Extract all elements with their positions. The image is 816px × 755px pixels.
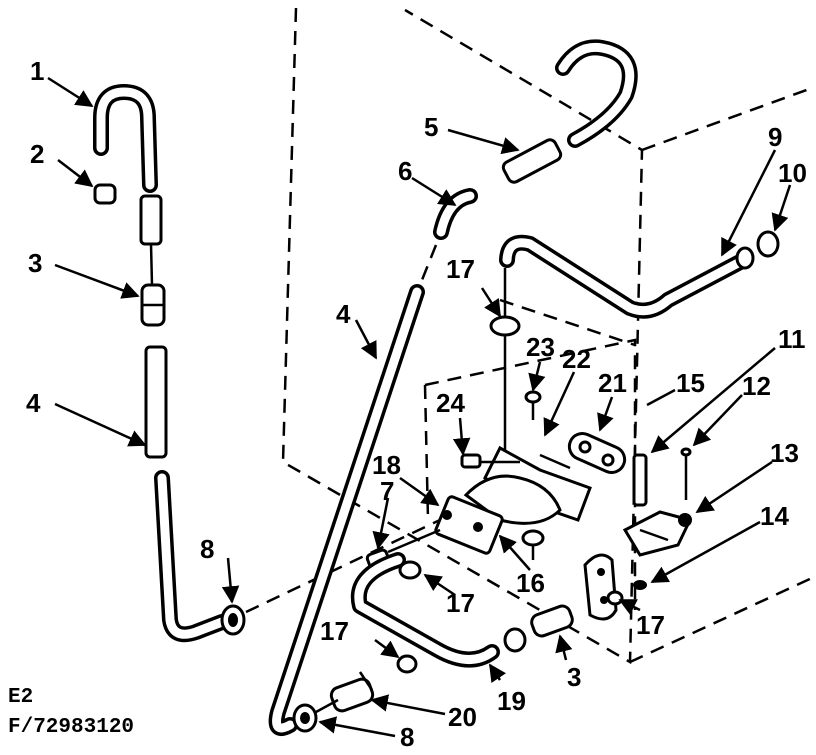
callout-14: 14: [760, 501, 789, 531]
tube-part-4-left: [144, 345, 168, 459]
clamp-part-8-left: [220, 604, 246, 636]
callout-20: 20: [448, 702, 477, 732]
callout-3: 3: [28, 248, 42, 278]
coupling-part-10: [735, 230, 780, 270]
bracket-right: [583, 553, 624, 621]
coupling-part-3-center: [530, 604, 574, 638]
callout-6: 6: [398, 156, 412, 186]
elbow-part-6: [418, 188, 478, 286]
grommet-part-17-bottom: [396, 654, 418, 674]
valve-assembly: [434, 445, 592, 555]
callout-17: 17: [636, 610, 665, 640]
washer-part-14: [633, 580, 647, 590]
screw-part-23: [524, 390, 542, 420]
hose-segment: [139, 194, 163, 286]
callout-8: 8: [200, 534, 214, 564]
rod-part-15: [632, 453, 648, 507]
hose-part-9: [499, 234, 748, 455]
callout-17: 17: [446, 588, 475, 618]
callout-17: 17: [446, 254, 475, 284]
screw-part-12: [680, 447, 692, 500]
callout-21: 21: [598, 368, 627, 398]
callout-16: 16: [516, 568, 545, 598]
clamp-part-8-bottom: [292, 698, 339, 733]
callout-3: 3: [567, 662, 581, 692]
drawing-code: E2 F/72983120: [8, 686, 134, 739]
tube-part-4-center: [268, 284, 425, 736]
callout-24: 24: [436, 388, 465, 418]
hose-part-1: [93, 84, 158, 193]
cap-part-2: [93, 183, 117, 205]
callout-18: 18: [372, 450, 401, 480]
grommet-part-17-mid: [398, 560, 422, 580]
callout-9: 9: [768, 122, 782, 152]
cabinet-outline: [281, 7, 813, 665]
callout-8: 8: [400, 722, 414, 752]
fitting-part-20: [329, 671, 375, 713]
switch-part-13: [622, 510, 693, 557]
plate-part-21: [567, 431, 627, 475]
drawing-code-line2: F/72983120: [8, 716, 134, 739]
hose-lower-left: [154, 470, 230, 643]
callout-13: 13: [770, 438, 799, 468]
callout-7: 7: [380, 476, 394, 506]
callout-4: 4: [336, 299, 351, 329]
coupling-part-3-left: [140, 283, 166, 327]
callout-4: 4: [26, 388, 41, 418]
callout-labels: 1 2 3 3 4 4 5 6 7 8 8 9 10 11 12 13 14 1…: [26, 56, 807, 752]
callout-10: 10: [778, 158, 807, 188]
screw-part-16: [521, 529, 545, 560]
hose-part-5: [501, 39, 638, 184]
callout-2: 2: [30, 139, 44, 169]
link-line: [245, 518, 441, 614]
callout-5: 5: [424, 112, 438, 142]
grommet-part-17-lower: [503, 627, 527, 653]
callout-15: 15: [676, 368, 705, 398]
callout-23: 23: [526, 332, 555, 362]
callout-22: 22: [562, 344, 591, 374]
callout-19: 19: [497, 686, 526, 716]
grommet-part-17-top: [489, 315, 521, 337]
callout-1: 1: [30, 56, 44, 86]
callout-12: 12: [742, 371, 771, 401]
leader-lines: [47, 76, 792, 738]
hose-part-19: [350, 552, 500, 668]
callout-17: 17: [320, 616, 349, 646]
callout-11: 11: [778, 324, 806, 354]
drawing-code-line1: E2: [8, 686, 33, 709]
